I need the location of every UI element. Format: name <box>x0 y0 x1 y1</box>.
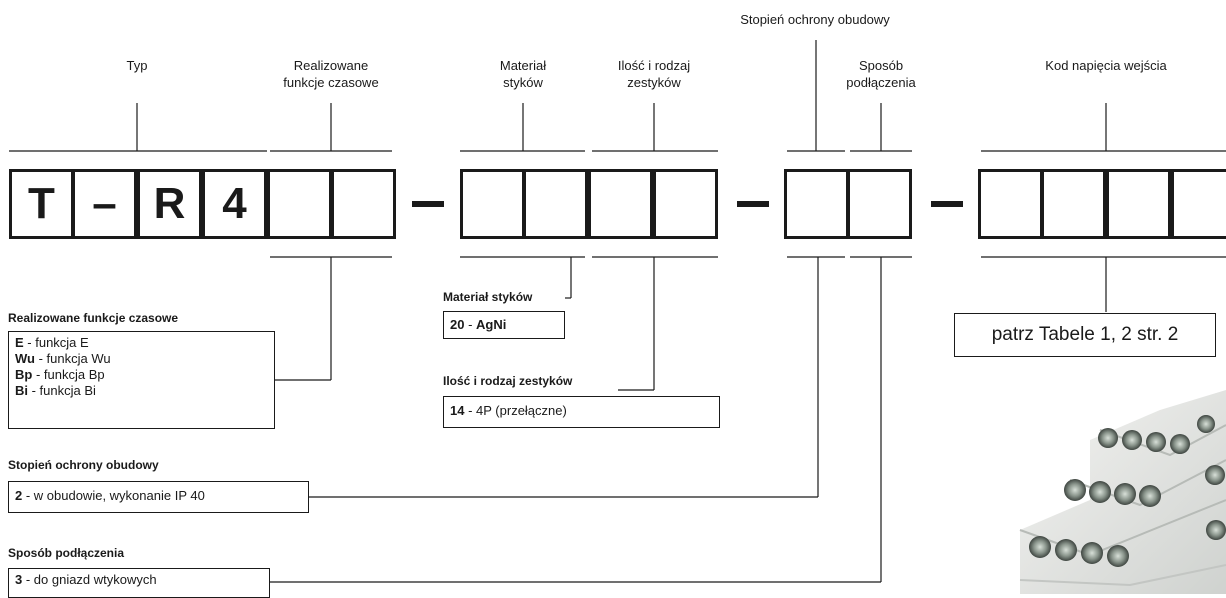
legend-funkcje-item: Bi - funkcja Bi <box>15 383 96 398</box>
code-cell-14 <box>1041 169 1106 239</box>
legend-stopien-title: Stopień ochrony obudowy <box>8 458 159 472</box>
code-cell-4: 4 <box>202 169 267 239</box>
kod-reference-box: patrz Tabele 1, 2 str. 2 <box>954 313 1216 357</box>
code-cell-3: R <box>137 169 202 239</box>
code-cell-1: T <box>9 169 74 239</box>
legend-material-title: Materiał styków <box>443 290 533 304</box>
separator-dash-1 <box>412 201 444 207</box>
code-cell-7 <box>460 169 525 239</box>
header-kod: Kod napięcia wejścia <box>1045 58 1167 73</box>
legend-ilosc-title: Ilość i rodzaj zestyków <box>443 374 573 388</box>
header-stopien: Stopień ochrony obudowy <box>740 12 890 27</box>
code-cell-9 <box>588 169 653 239</box>
code-cell-11 <box>784 169 849 239</box>
header-typ: Typ <box>126 58 148 73</box>
legend-material-box: 20 - AgNi <box>443 311 565 339</box>
code-cell-8 <box>523 169 588 239</box>
code-cell-5 <box>267 169 332 239</box>
code-cell-10 <box>653 169 718 239</box>
legend-funkcje-box: E - funkcja E Wu - funkcja Wu Bp - funkc… <box>8 331 275 429</box>
separator-dash-2 <box>737 201 769 207</box>
code-cell-15 <box>1106 169 1171 239</box>
legend-funkcje-title: Realizowane funkcje czasowe <box>8 311 179 325</box>
legend-sposob-title: Sposób podłączenia <box>8 546 125 560</box>
code-cell-16 <box>1171 169 1226 239</box>
legend-sposob-box: 3 - do gniazd wtykowych <box>8 568 270 598</box>
relay-socket-image <box>1019 390 1226 594</box>
code-cell-12 <box>847 169 912 239</box>
legend-funkcje-item: Wu - funkcja Wu <box>15 351 111 366</box>
code-cell-2: – <box>72 169 137 239</box>
separator-dash-3 <box>931 201 963 207</box>
legend-ilosc-box: 14 - 4P (przełączne) <box>443 396 720 428</box>
code-cell-6 <box>331 169 396 239</box>
legend-funkcje-item: Bp - funkcja Bp <box>15 367 105 382</box>
legend-funkcje-item: E - funkcja E <box>15 335 89 350</box>
code-cell-13 <box>978 169 1043 239</box>
legend-stopien-box: 2 - w obudowie, wykonanie IP 40 <box>8 481 309 513</box>
